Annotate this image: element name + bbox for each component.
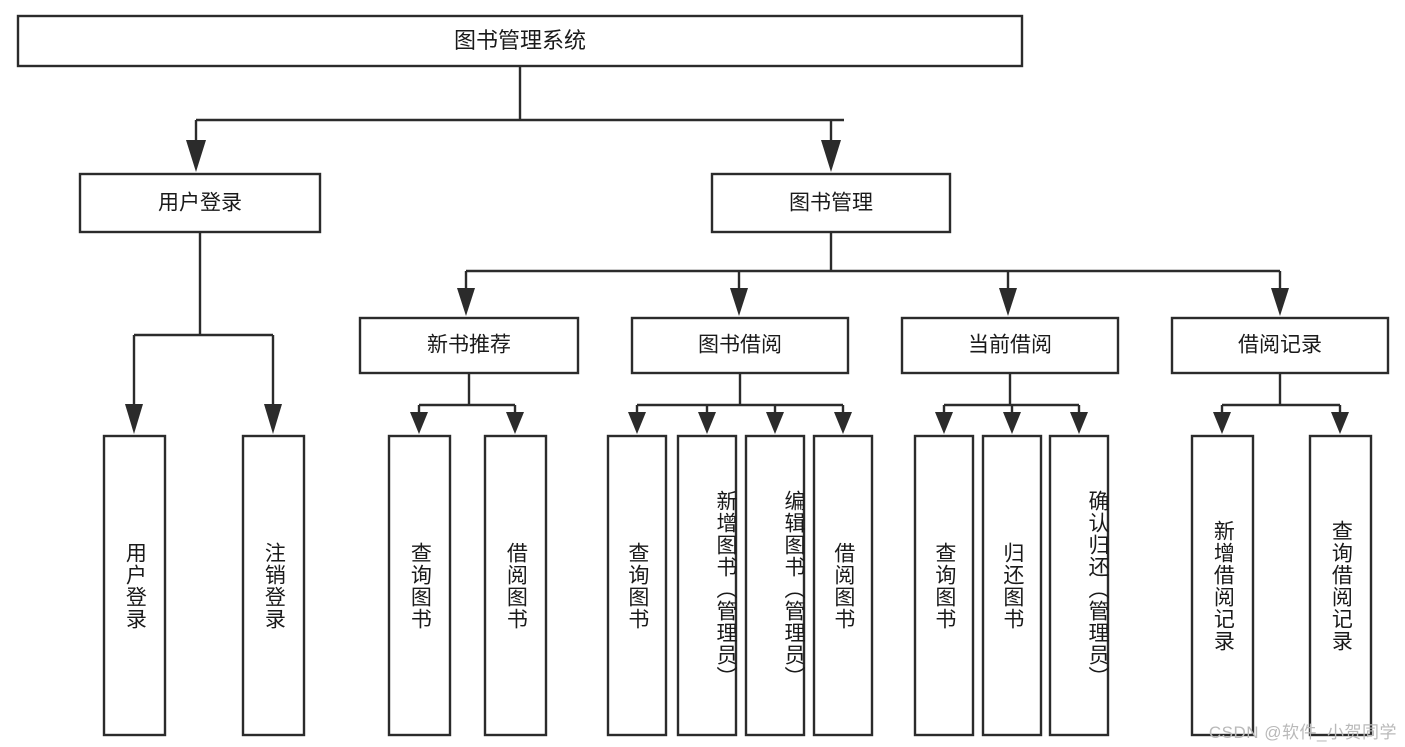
arrow-head-book-manage [821, 140, 841, 172]
arrow-head-leaf-borrow-book-2 [834, 412, 852, 434]
node-user-login-rect[interactable] [78, 172, 322, 234]
node-book-borrow[interactable]: 图书借阅 [630, 316, 850, 375]
node-leaf-user-login-rect[interactable] [102, 434, 167, 737]
node-borrow-record-rect[interactable] [1170, 316, 1390, 375]
node-leaf-return-book-rect[interactable] [981, 434, 1043, 737]
node-book-borrow-rect[interactable] [630, 316, 850, 375]
node-root-label: 图书管理系统 [454, 28, 586, 53]
arrow-head-leaf-query-record [1331, 412, 1349, 434]
node-new-book-recommend-rect[interactable] [358, 316, 580, 375]
arrow-head-leaf-confirm-return [1070, 412, 1088, 434]
arrow-head-book-borrow [730, 288, 748, 316]
leaf-node-layer [102, 434, 1373, 737]
arrow-head-leaf-logout [264, 404, 282, 434]
node-new-book-recommend-label: 新书推荐 [427, 334, 511, 357]
node-user-login[interactable]: 用户登录 [78, 172, 322, 234]
arrow-head-leaf-query-book-2 [628, 412, 646, 434]
arrow-head-borrow-record [1271, 288, 1289, 316]
csdn-watermark: CSDN @软件_小贺同学 [1208, 723, 1397, 742]
node-leaf-borrow-book-1-rect[interactable] [483, 434, 548, 737]
node-current-borrow-rect[interactable] [900, 316, 1120, 375]
node-book-borrow-label: 图书借阅 [698, 334, 782, 357]
node-leaf-confirm-return-rect[interactable] [1048, 434, 1110, 737]
node-book-manage-rect[interactable] [710, 172, 952, 234]
node-leaf-logout-rect[interactable] [241, 434, 306, 737]
node-borrow-record[interactable]: 借阅记录 [1170, 316, 1390, 375]
arrow-head-leaf-borrow-book-1 [506, 412, 524, 434]
node-borrow-record-label: 借阅记录 [1238, 334, 1322, 357]
node-current-borrow-label: 当前借阅 [968, 334, 1052, 357]
node-leaf-query-book-3-rect[interactable] [913, 434, 975, 737]
arrow-head-leaf-query-book-1 [410, 412, 428, 434]
node-leaf-query-book-2-rect[interactable] [606, 434, 668, 737]
node-leaf-borrow-book-2-rect[interactable] [812, 434, 874, 737]
arrow-head-leaf-edit-book [766, 412, 784, 434]
arrow-head-leaf-add-book [698, 412, 716, 434]
node-current-borrow[interactable]: 当前借阅 [900, 316, 1120, 375]
node-root-rect[interactable] [16, 14, 1024, 68]
node-root[interactable]: 图书管理系统 [16, 14, 1024, 68]
arrow-head-new-book-recommend [457, 288, 475, 316]
node-new-book-recommend[interactable]: 新书推荐 [358, 316, 580, 375]
arrow-head-leaf-query-book-3 [935, 412, 953, 434]
node-book-manage[interactable]: 图书管理 [710, 172, 952, 234]
arrow-head-user-login [186, 140, 206, 172]
edge-layer [125, 66, 1349, 434]
node-leaf-query-record-rect[interactable] [1308, 434, 1373, 737]
node-leaf-add-book-rect[interactable] [676, 434, 738, 737]
arrow-head-leaf-user-login [125, 404, 143, 434]
arrow-head-current-borrow [999, 288, 1017, 316]
node-leaf-edit-book-rect[interactable] [744, 434, 806, 737]
node-user-login-label: 用户登录 [158, 192, 242, 215]
node-leaf-query-book-1-rect[interactable] [387, 434, 452, 737]
arrow-head-leaf-return-book [1003, 412, 1021, 434]
arrow-head-leaf-add-record [1213, 412, 1231, 434]
node-book-manage-label: 图书管理 [789, 192, 873, 215]
node-leaf-add-record-rect[interactable] [1190, 434, 1255, 737]
